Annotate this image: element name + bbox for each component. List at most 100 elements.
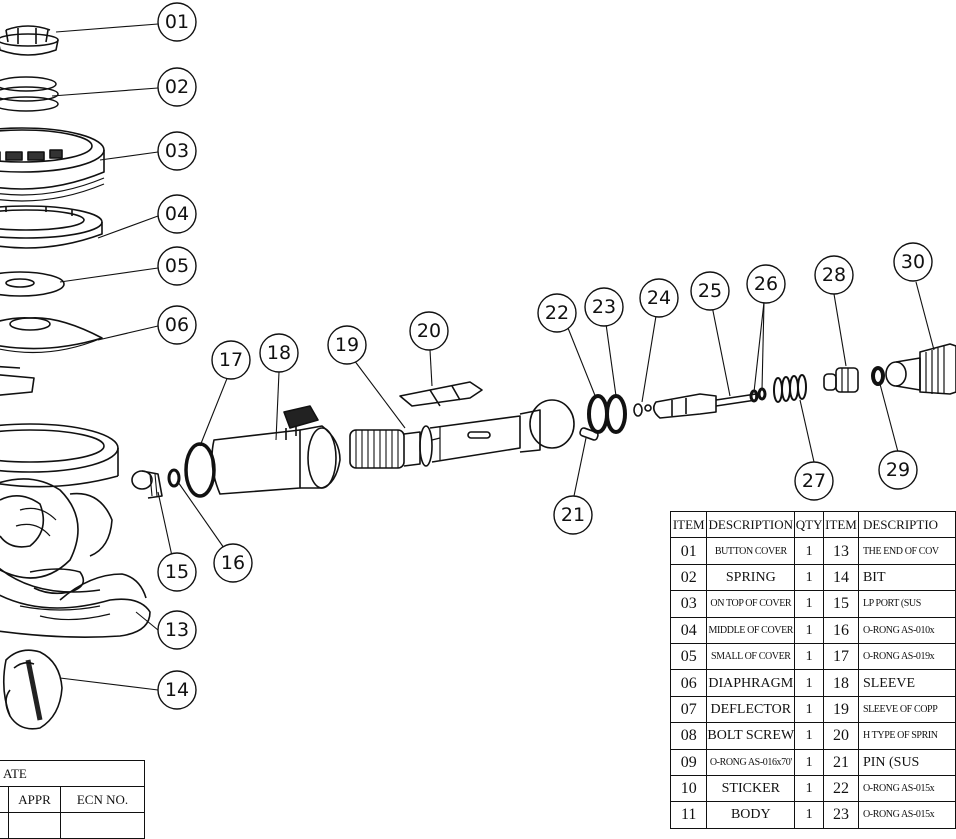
bom-description: SMALL OF COVER bbox=[706, 642, 796, 671]
callout-26: 26 bbox=[754, 273, 778, 295]
bom-item-2: 15 bbox=[823, 590, 859, 618]
callout-22: 22 bbox=[545, 302, 569, 324]
bom-item: 05 bbox=[669, 642, 708, 671]
bom-item-2: 18 bbox=[823, 669, 859, 697]
revision-col-ecn: ECN NO. bbox=[60, 786, 145, 813]
bom-header-row: ITEM DESCRIPTION QTY ITEM DESCRIPTIO bbox=[669, 510, 956, 539]
part-01-button-cover bbox=[0, 25, 59, 56]
bom-description-2: O-RONG AS-015x bbox=[857, 801, 956, 829]
bom-description: SPRING bbox=[706, 563, 796, 592]
callout-14: 14 bbox=[165, 679, 189, 701]
callout-01: 01 bbox=[165, 11, 189, 33]
part-24 bbox=[633, 403, 652, 417]
bom-header-item: ITEM bbox=[669, 510, 708, 539]
part-18-sleeve bbox=[211, 405, 341, 495]
bom-item-2: 16 bbox=[823, 616, 859, 644]
bom-item-2: 14 bbox=[823, 563, 859, 592]
bom-item-2: 22 bbox=[823, 774, 859, 803]
part-16-o-ring bbox=[167, 468, 181, 488]
bom-description-2: O-RONG AS-010x bbox=[857, 616, 956, 644]
part-28-seat bbox=[823, 367, 859, 393]
callout-13: 13 bbox=[165, 619, 189, 641]
bom-qty: 1 bbox=[794, 563, 825, 592]
part-03-top-cover bbox=[0, 127, 105, 202]
bom-header-item-2: ITEM bbox=[823, 510, 859, 539]
callout-24: 24 bbox=[647, 287, 671, 309]
bom-qty: 1 bbox=[794, 669, 825, 697]
bom-description-2: SLEEVE bbox=[857, 669, 956, 697]
bom-qty: 1 bbox=[794, 642, 825, 671]
bom-description-2: BIT bbox=[857, 563, 956, 592]
part-06-diaphragm bbox=[0, 317, 103, 354]
bom-description-2: O-RONG AS-019x bbox=[857, 642, 956, 671]
bom-qty: 1 bbox=[794, 537, 825, 565]
part-07-deflector bbox=[0, 365, 35, 396]
bom-qty: 1 bbox=[794, 774, 825, 803]
bom-qty: 1 bbox=[794, 801, 825, 829]
callout-16: 16 bbox=[221, 552, 245, 574]
bom-item: 01 bbox=[669, 537, 708, 565]
callout-29: 29 bbox=[886, 459, 910, 481]
callout-23: 23 bbox=[592, 296, 616, 318]
callout-17: 17 bbox=[219, 349, 243, 371]
callout-02: 02 bbox=[165, 76, 189, 98]
part-22-o-ring bbox=[587, 394, 609, 434]
bom-item-2: 17 bbox=[823, 642, 859, 671]
callout-20: 20 bbox=[417, 320, 441, 342]
bom-description-2: LP PORT (SUS bbox=[857, 590, 956, 618]
bom-item-2: 20 bbox=[823, 722, 859, 750]
part-14-bit bbox=[2, 649, 63, 730]
callout-28: 28 bbox=[822, 264, 846, 286]
bom-item-2: 19 bbox=[823, 695, 859, 724]
part-05-small-cover bbox=[0, 271, 65, 297]
part-13-end-cover bbox=[0, 573, 151, 638]
bom-item-2: 13 bbox=[823, 537, 859, 565]
bom-description: DIAPHRAGM bbox=[706, 669, 796, 697]
part-04-middle-cover bbox=[0, 205, 103, 249]
part-11-body bbox=[0, 423, 119, 595]
callout-15: 15 bbox=[165, 561, 189, 583]
bom-description: STICKER bbox=[706, 774, 796, 803]
part-19-copper-sleeve bbox=[349, 399, 575, 469]
bom-description-2: PIN (SUS bbox=[857, 748, 956, 776]
bom-item: 03 bbox=[669, 590, 708, 618]
bom-item-2: 21 bbox=[823, 748, 859, 776]
part-21-pin bbox=[579, 427, 599, 441]
bom-description: BOLT SCREW bbox=[706, 722, 796, 750]
bom-item: 02 bbox=[669, 563, 708, 592]
part-30-fitting bbox=[885, 343, 956, 395]
part-20-h-spring bbox=[399, 381, 483, 407]
bom-header-description: DESCRIPTION bbox=[706, 510, 796, 539]
bom-description: BODY bbox=[706, 801, 796, 829]
part-15-lp-port bbox=[131, 470, 163, 499]
bom-description-2: H TYPE OF SPRIN bbox=[857, 722, 956, 750]
bom-item: 07 bbox=[669, 695, 708, 724]
bom-item: 04 bbox=[669, 616, 708, 644]
bom-header-qty: QTY bbox=[794, 510, 825, 539]
bom-item: 08 bbox=[669, 722, 708, 750]
callout-03: 03 bbox=[165, 140, 189, 162]
part-29-o-ring bbox=[871, 366, 885, 386]
bom-description: O-RONG AS-016x70' bbox=[706, 748, 796, 776]
callout-04: 04 bbox=[165, 203, 189, 225]
part-17-o-ring bbox=[184, 442, 216, 498]
bom-qty: 1 bbox=[794, 695, 825, 724]
bom-qty: 1 bbox=[794, 616, 825, 644]
bom-description: BUTTON COVER bbox=[706, 537, 796, 565]
bom-item: 10 bbox=[669, 774, 708, 803]
part-25-poppet bbox=[652, 393, 757, 419]
callout-27: 27 bbox=[802, 470, 826, 492]
bom-header-description-2: DESCRIPTIO bbox=[857, 510, 956, 539]
bom-item: 06 bbox=[669, 669, 708, 697]
